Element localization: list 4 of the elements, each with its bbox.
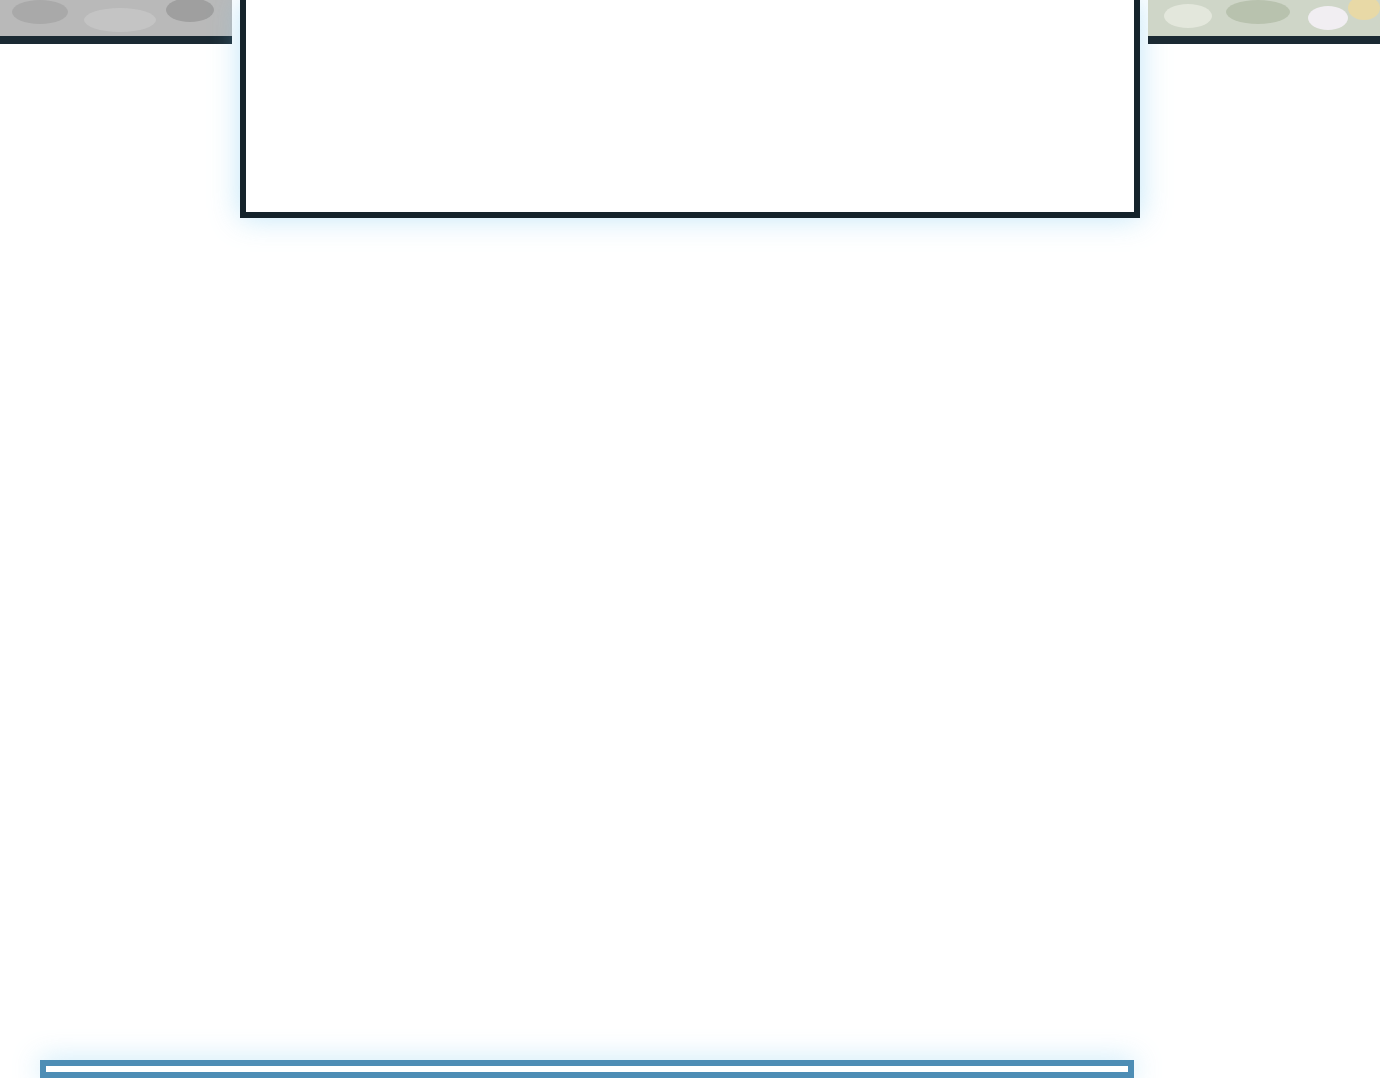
panel-frame [240,0,1140,218]
panel-frame [40,1060,1134,1078]
panel-picture [1148,0,1380,44]
panel-picture [0,0,232,44]
